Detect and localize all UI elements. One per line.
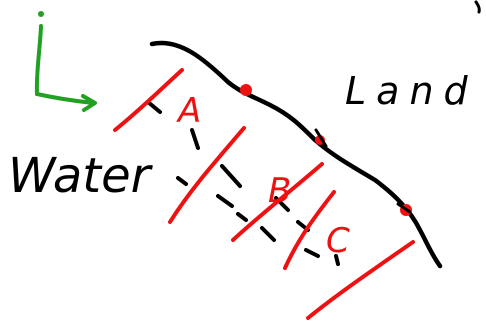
red-line-5 <box>306 240 415 320</box>
marker-1 <box>240 84 252 96</box>
region-b-label: B <box>268 171 291 211</box>
dashed-boundaries <box>146 100 340 266</box>
red-line-4 <box>283 190 336 270</box>
corner-mark <box>474 0 481 14</box>
land-label: Land <box>345 69 478 113</box>
red-line-1 <box>113 68 184 132</box>
region-c-label: C <box>326 221 350 261</box>
water-label: Water <box>8 148 154 204</box>
red-line-3 <box>231 162 324 242</box>
red-layer-lines <box>113 68 415 320</box>
green-axis-arrow-icon <box>34 11 97 112</box>
marker-2-tick <box>314 128 328 148</box>
marker-3-tick <box>396 202 412 214</box>
red-line-2 <box>168 126 246 224</box>
region-a-label: A <box>176 91 201 131</box>
